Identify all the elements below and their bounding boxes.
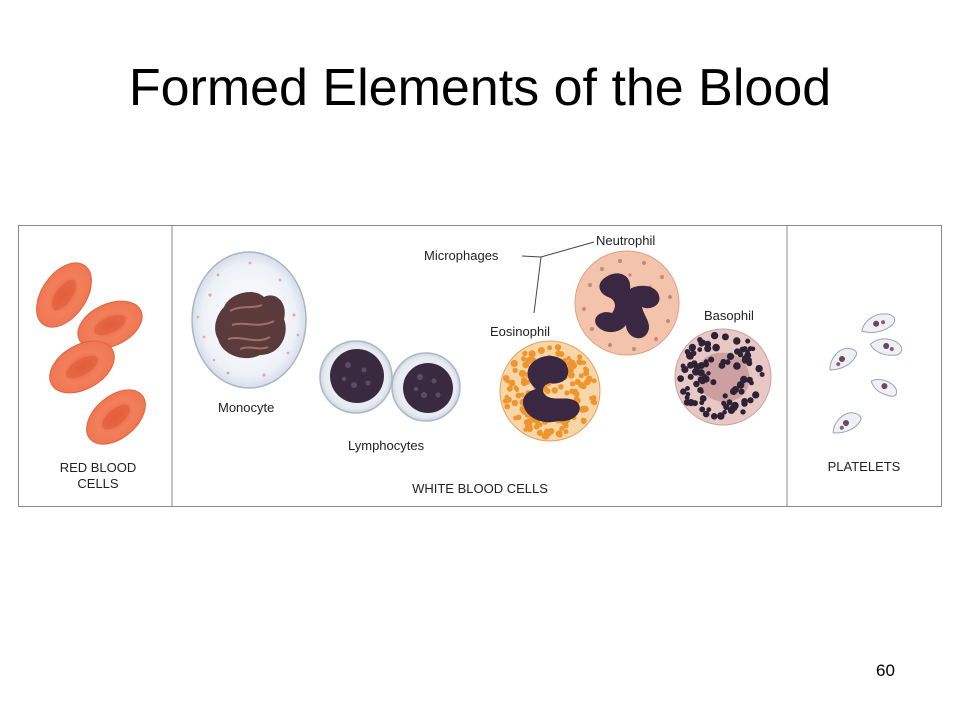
red-blood-cells bbox=[36, 262, 146, 445]
platelets bbox=[829, 313, 903, 434]
microphages-leader-lines bbox=[521, 241, 595, 314]
neutrophil-cell bbox=[574, 250, 680, 356]
lymphocyte-cell-left bbox=[319, 340, 393, 414]
blood-cells-figure: RED BLOOD CELLS Monocyte Lymphocytes bbox=[18, 225, 942, 507]
basophil-label: Basophil bbox=[704, 308, 754, 323]
slide-title: Formed Elements of the Blood bbox=[128, 59, 832, 117]
lymphocyte-cell-right bbox=[391, 352, 461, 422]
basophil-cell bbox=[674, 328, 772, 426]
microphages-label: Microphages bbox=[424, 248, 499, 263]
platelets-label: PLATELETS bbox=[828, 459, 901, 474]
monocyte-cell bbox=[191, 251, 307, 389]
eosinophil-cell bbox=[499, 340, 601, 442]
eosinophil-label: Eosinophil bbox=[490, 324, 550, 339]
page-number: 60 bbox=[876, 661, 895, 680]
blood-cells-diagram: RED BLOOD CELLS Monocyte Lymphocytes bbox=[18, 225, 942, 507]
neutrophil-label: Neutrophil bbox=[596, 233, 655, 248]
figure-border bbox=[18, 225, 942, 507]
red-blood-cells-label-line1: RED BLOOD bbox=[60, 460, 137, 475]
monocyte-label: Monocyte bbox=[218, 400, 274, 415]
lymphocytes-label: Lymphocytes bbox=[348, 438, 425, 453]
white-blood-cells-label: WHITE BLOOD CELLS bbox=[412, 481, 548, 496]
red-blood-cells-label-line2: CELLS bbox=[77, 476, 119, 491]
